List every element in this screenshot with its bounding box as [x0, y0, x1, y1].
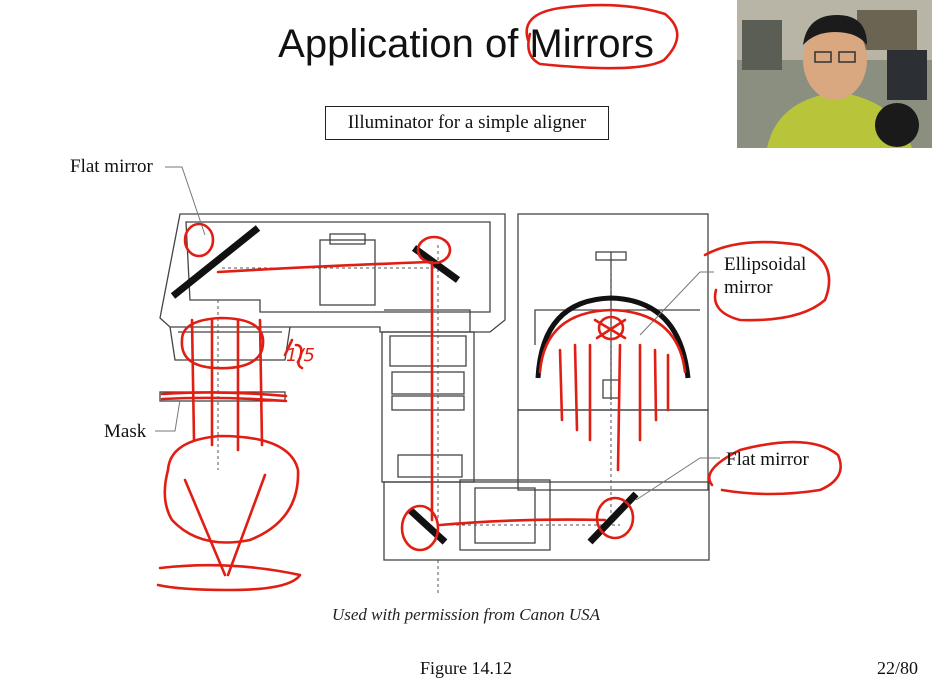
- label-flat-mirror-bottom: Flat mirror: [726, 449, 809, 470]
- handwritten-note: 1/5: [286, 345, 315, 366]
- label-mask: Mask: [104, 421, 147, 442]
- presenter-video-icon: [737, 0, 932, 148]
- page-number: 22/80: [876, 658, 918, 678]
- permission-caption: Used with permission from Canon USA: [331, 605, 601, 624]
- figure-number: Figure 14.12: [420, 658, 512, 678]
- label-ellipsoidal-line1: Ellipsoidal: [724, 254, 807, 275]
- slide-title: Application of Mirrors: [278, 22, 654, 66]
- label-ellipsoidal-line2: mirror: [724, 277, 773, 298]
- label-flat-mirror-top: Flat mirror: [70, 156, 153, 177]
- presenter-webcam: [737, 0, 932, 148]
- diagram-subtitle: Illuminator for a simple aligner: [325, 106, 609, 140]
